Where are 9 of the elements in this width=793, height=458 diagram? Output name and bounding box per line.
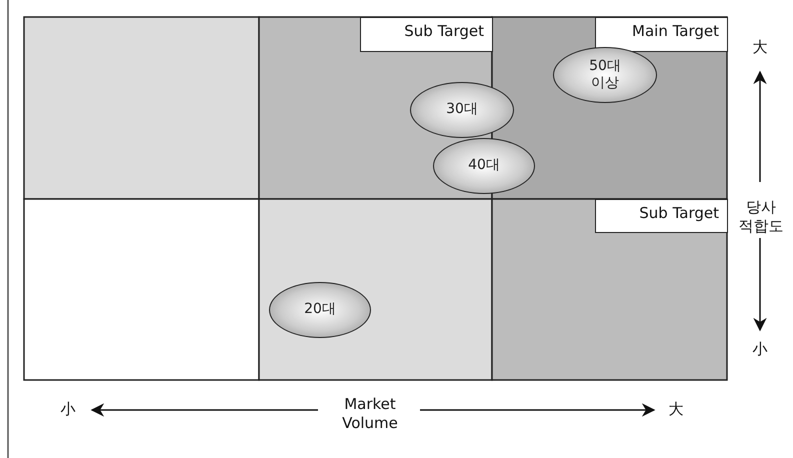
target-tag: Sub Target bbox=[595, 199, 728, 233]
axis-title: Market Volume bbox=[341, 395, 399, 432]
scale-mark: 大 bbox=[752, 38, 768, 57]
scale-mark: 大 bbox=[668, 400, 684, 419]
target-tag: Sub Target bbox=[360, 17, 493, 52]
target-tag: Main Target bbox=[595, 17, 728, 52]
scale-mark: 小 bbox=[752, 340, 768, 359]
axis-title: 당사 적합도 bbox=[738, 198, 784, 236]
scale-mark: 小 bbox=[60, 400, 76, 419]
